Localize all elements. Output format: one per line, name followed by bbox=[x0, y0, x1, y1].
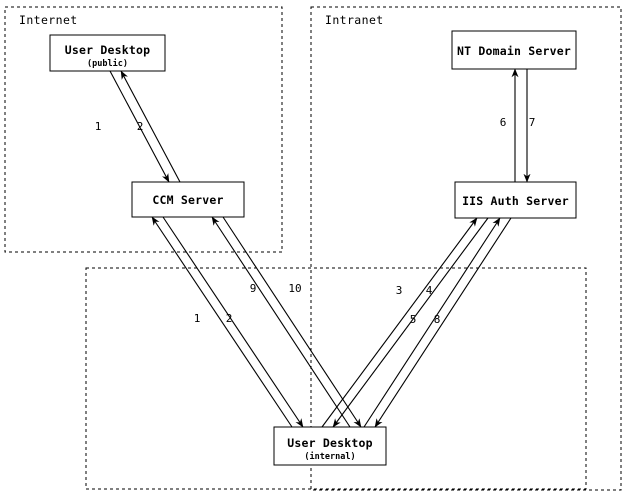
node-label-user-desktop-internal: User Desktop bbox=[287, 436, 372, 450]
flow-line-step-10-ccm-to-internal bbox=[222, 216, 362, 428]
node-user-desktop-internal[interactable]: User Desktop (internal) bbox=[273, 426, 387, 466]
flow-internal-ccm-12-group bbox=[151, 216, 304, 428]
zone-internet-rect bbox=[4, 6, 283, 253]
zone-boundaries bbox=[4, 6, 622, 491]
zone-label-intranet: Intranet bbox=[325, 13, 384, 27]
flow-line-step-1-internal-to-ccm bbox=[151, 216, 293, 428]
node-ccm-server[interactable]: CCM Server bbox=[131, 181, 245, 218]
node-label-user-desktop-public: User Desktop bbox=[65, 43, 150, 57]
step-label-1-public: 1 bbox=[95, 120, 102, 133]
step-label-4: 4 bbox=[426, 284, 433, 297]
node-label-iis-auth-server: IIS Auth Server bbox=[462, 194, 569, 208]
node-nt-domain-server[interactable]: NT Domain Server bbox=[451, 30, 577, 70]
zone-label-internet: Internet bbox=[19, 13, 78, 27]
node-rect-iis-auth-server[interactable] bbox=[454, 181, 577, 219]
step-label-3: 3 bbox=[396, 284, 403, 297]
flow-internal-iis-34-group bbox=[321, 217, 489, 428]
step-label-8: 8 bbox=[434, 313, 441, 326]
zone-intranet-rect bbox=[310, 6, 622, 491]
step-label-7: 7 bbox=[529, 116, 536, 129]
flow-line-step-1-public-to-ccm bbox=[109, 70, 170, 183]
step-label-9: 9 bbox=[250, 282, 257, 295]
flow-line-step-2-ccm-to-public bbox=[120, 70, 181, 183]
step-label-2-internal: 2 bbox=[226, 312, 233, 325]
flow-line-step-2-ccm-to-internal bbox=[162, 216, 304, 428]
node-sublabel-user-desktop-public: (public) bbox=[87, 58, 128, 69]
flow-line-step-8-iis-to-internal bbox=[374, 217, 512, 428]
node-rect-user-desktop-public[interactable] bbox=[49, 34, 166, 72]
node-user-desktop-public[interactable]: User Desktop (public) bbox=[49, 34, 166, 72]
flow-internal-ccm-910-group bbox=[211, 216, 362, 428]
node-rect-nt-domain-server[interactable] bbox=[451, 30, 577, 70]
flow-public-ccm-group bbox=[109, 70, 181, 183]
flow-internal-iis-58-group bbox=[363, 217, 512, 428]
flow-line-step-5-internal-to-iis bbox=[363, 217, 501, 428]
step-label-5: 5 bbox=[410, 313, 417, 326]
step-label-10: 10 bbox=[288, 282, 301, 295]
step-number-labels: 1 2 6 7 9 10 3 4 1 2 5 8 bbox=[95, 116, 536, 326]
step-label-2-public: 2 bbox=[137, 120, 144, 133]
node-iis-auth-server[interactable]: IIS Auth Server bbox=[454, 181, 577, 219]
node-rect-ccm-server[interactable] bbox=[131, 181, 245, 218]
zone-labels: Internet Intranet bbox=[19, 13, 384, 27]
flow-line-step-4-iis-to-internal bbox=[332, 217, 489, 428]
node-sublabel-user-desktop-internal: (internal) bbox=[304, 451, 355, 462]
step-label-6: 6 bbox=[500, 116, 507, 129]
step-label-1-internal: 1 bbox=[194, 312, 201, 325]
flow-line-step-9-internal-to-ccm bbox=[211, 216, 351, 428]
node-label-ccm-server: CCM Server bbox=[152, 193, 223, 207]
flow-line-step-3-internal-to-iis bbox=[321, 217, 478, 428]
flow-iis-nt-group bbox=[511, 68, 531, 183]
node-label-nt-domain-server: NT Domain Server bbox=[457, 44, 571, 58]
node-rect-user-desktop-internal[interactable] bbox=[273, 426, 387, 466]
